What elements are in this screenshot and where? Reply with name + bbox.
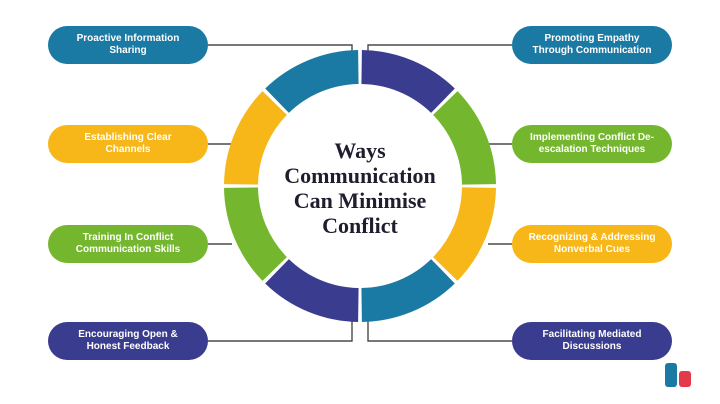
item-line: Honest Feedback (86, 341, 170, 352)
ring-segment (265, 259, 359, 322)
item-line: Nonverbal Cues (553, 244, 631, 255)
ring-segment (361, 50, 455, 113)
item-line: Establishing Clear (84, 132, 172, 143)
connector-line (367, 316, 512, 342)
item-line: Proactive Information (76, 33, 180, 44)
ring-segment (265, 50, 359, 113)
item-line: Communication Skills (75, 244, 181, 255)
item-line: Recognizing & Addressing (528, 232, 656, 243)
item-line: escalation Techniques (538, 144, 646, 155)
segmented-ring (224, 50, 496, 322)
logo-block-red (679, 371, 691, 387)
title-line: Conflict (322, 213, 398, 238)
ring-segment (224, 187, 287, 281)
title-line: Can Minimise (293, 188, 427, 213)
item-line: Encouraging Open & (78, 329, 178, 340)
item-line: Training In Conflict (82, 232, 174, 243)
title-line: Ways (334, 138, 386, 163)
item-line: Facilitating Mediated (542, 329, 642, 340)
item-line: Implementing Conflict De- (530, 132, 654, 143)
connector-line (208, 316, 353, 342)
item-line: Channels (105, 144, 151, 155)
diagram-title: Ways Communication Can Minimise Conflict (262, 138, 458, 238)
title-line: Communication (284, 163, 436, 188)
center-disc (263, 89, 457, 283)
ring-segment (433, 91, 496, 185)
ring-segment (361, 259, 455, 322)
ring-segment (433, 187, 496, 281)
item-line: Through Communication (532, 45, 652, 56)
item-line: Promoting Empathy (544, 33, 640, 44)
item-implementing-conflict-de-escalation-techniques: Implementing Conflict De-escalation Tech… (512, 125, 672, 163)
item-encouraging-open-honest-feedback: Encouraging Open &Honest Feedback (48, 322, 208, 360)
item-line: Discussions (562, 341, 622, 352)
ring-segment (224, 91, 287, 185)
logo-block-blue (665, 363, 677, 387)
item-line: Sharing (109, 45, 147, 56)
brand-logo-icon (665, 363, 691, 387)
